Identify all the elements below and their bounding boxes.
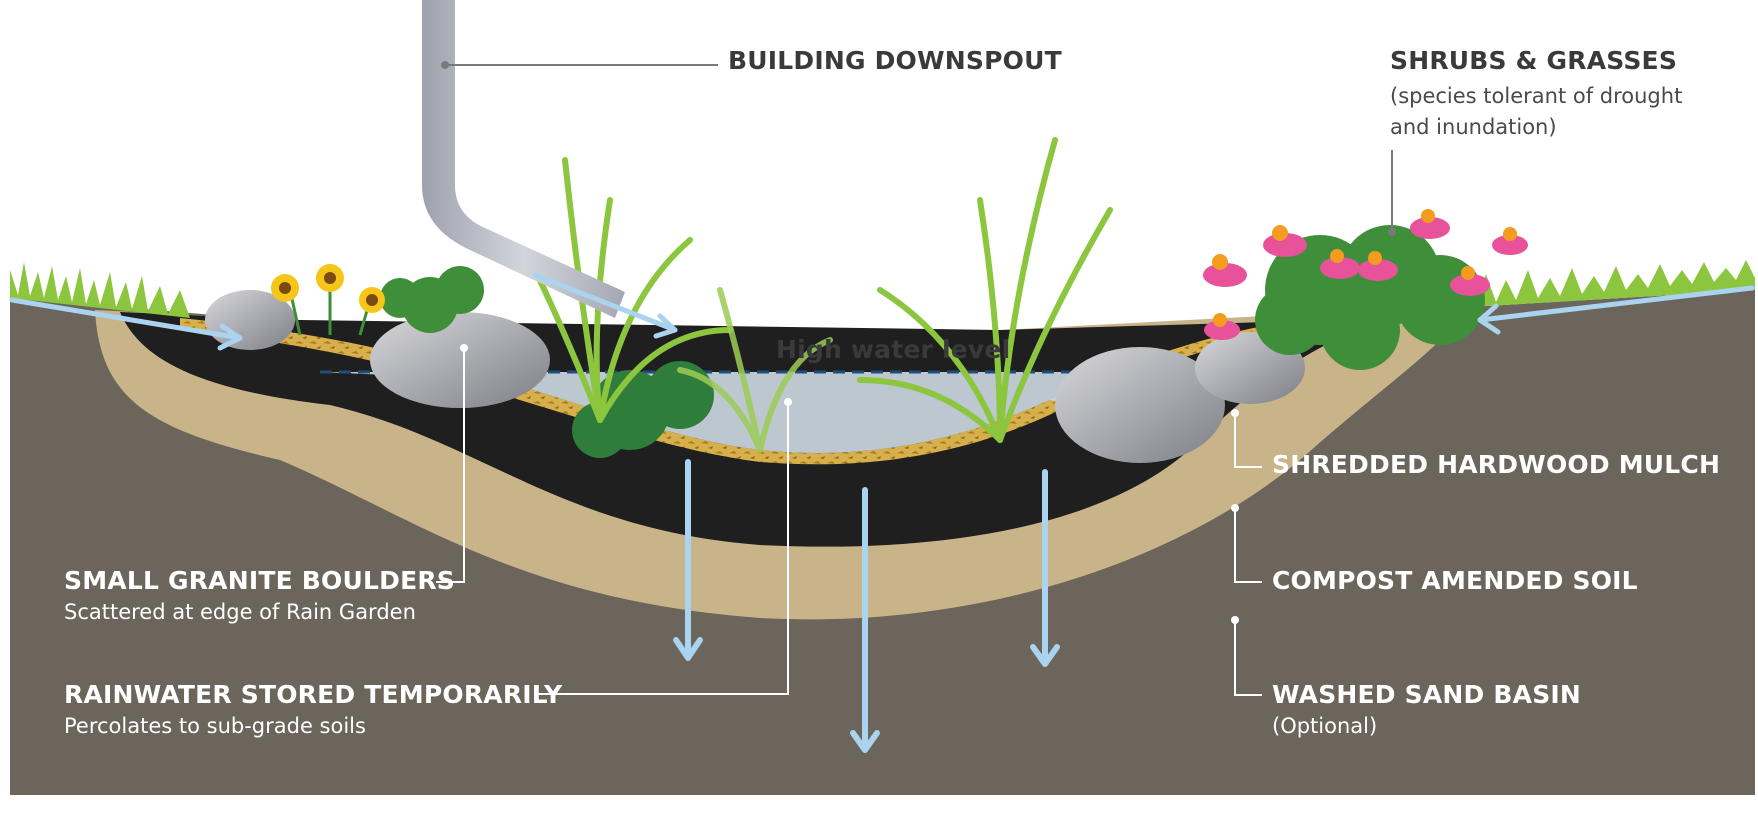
label-compost-soil: COMPOST AMENDED SOIL xyxy=(1272,566,1638,595)
label-shrubs-grasses: SHRUBS & GRASSES xyxy=(1390,46,1678,75)
label-building-downspout: BUILDING DOWNSPOUT xyxy=(728,46,1062,75)
label-washed-sand: WASHED SAND BASIN xyxy=(1272,680,1582,709)
inflow-arrow-left xyxy=(9,297,243,341)
label-shrubs-sub-2: and inundation) xyxy=(1390,115,1557,139)
label-shrubs-sub-1: (species tolerant of drought xyxy=(1390,84,1683,108)
boulder-right-large xyxy=(1055,347,1225,463)
inflow-arrow-downspout-head xyxy=(653,313,678,339)
shrub-left xyxy=(380,266,484,333)
shrub-right xyxy=(1255,225,1485,370)
pink-coneflowers xyxy=(1203,209,1528,340)
ornamental-grass-right xyxy=(857,137,1113,443)
building-downspout xyxy=(422,0,625,318)
percolation-arrows xyxy=(673,459,1060,753)
leader-lines xyxy=(436,61,1396,696)
label-granite-boulders-sub: Scattered at edge of Rain Garden xyxy=(64,600,416,624)
label-shredded-mulch: SHREDDED HARDWOOD MULCH xyxy=(1272,450,1721,479)
lawn-grass-left xyxy=(10,262,190,318)
label-rainwater-stored: RAINWATER STORED TEMPORARILY xyxy=(64,680,563,709)
inflow-arrow-right xyxy=(1477,285,1755,323)
inflow-arrows xyxy=(9,272,1755,351)
inflow-arrow-downspout xyxy=(532,272,678,333)
label-granite-boulders: SMALL GRANITE BOULDERS xyxy=(64,566,455,595)
lawn-grass-right xyxy=(1420,260,1755,310)
inflow-arrow-left-head xyxy=(217,323,243,351)
yellow-flowers-left xyxy=(271,264,385,336)
inflow-arrow-right-head xyxy=(1477,303,1501,335)
boulder-left-large xyxy=(370,312,550,408)
label-high-water-level: High water level xyxy=(776,335,1011,364)
ornamental-grass-center xyxy=(677,287,833,453)
label-rainwater-sub: Percolates to sub-grade soils xyxy=(64,714,366,738)
label-washed-sand-sub: (Optional) xyxy=(1272,714,1378,738)
